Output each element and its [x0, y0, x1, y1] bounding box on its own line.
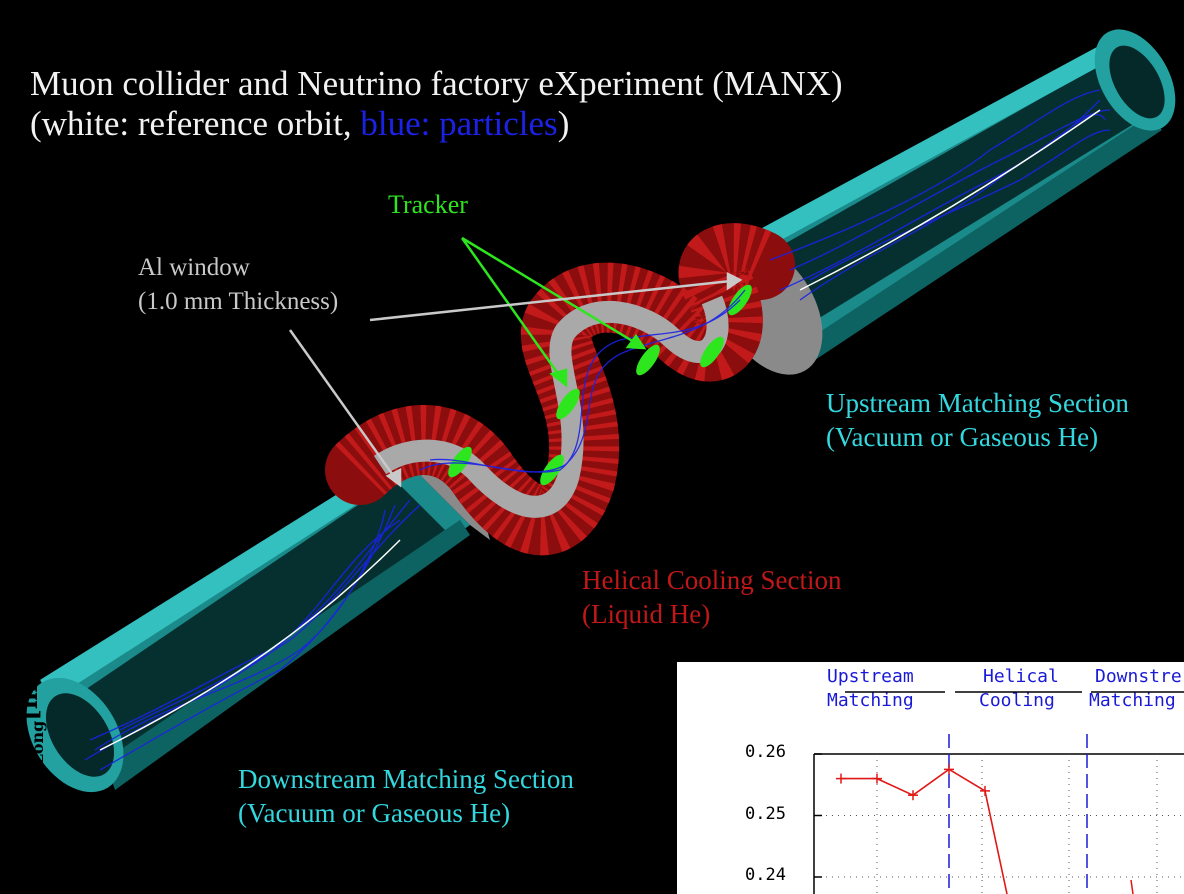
downstream-section-medium: (Vacuum or Gaseous He) [238, 798, 511, 828]
ytick-label: 0.26 [745, 742, 786, 762]
section-label-2-line1: Helical [983, 666, 1059, 687]
ytick-label: 0.25 [745, 804, 786, 824]
downstream-pipe [26, 455, 490, 793]
upstream-section-label: Upstream Matching Section [826, 388, 1129, 418]
al-window-label: Al window [138, 254, 250, 281]
emittance-inset-chart: Upstream Matching Helical Cooling Downst… [677, 662, 1184, 894]
al-window-arrows [288, 271, 743, 488]
emittance-series-line [841, 768, 1008, 894]
section-label-2-line2: Cooling [979, 690, 1055, 711]
tracker-planes [448, 284, 752, 486]
title-line-1: Muon collider and Neutrino factory eXper… [30, 64, 843, 103]
tracker-arrows [460, 236, 647, 388]
upstream-section-medium: (Vacuum or Gaseous He) [826, 422, 1099, 452]
downstream-section-label: Downstream Matching Section [238, 764, 574, 794]
data-point-fragment [1130, 879, 1134, 894]
title-line-2-blue: blue: particles [360, 104, 558, 143]
helical-section-medium: (Liquid He) [582, 599, 711, 629]
upstream-pipe [717, 29, 1176, 375]
section-label-3-line1: Downstre [1095, 666, 1182, 687]
ytick-label: 0.24 [745, 865, 786, 885]
section-label-1-line2: Matching [827, 690, 914, 711]
y-axis-label: εLong[m] [14, 672, 47, 780]
tracker-label: Tracker [388, 190, 468, 219]
helical-section-label: Helical Cooling Section [582, 565, 842, 595]
title-line-2-prefix: (white: reference orbit, [30, 104, 361, 143]
section-label-1-line1: Upstream [827, 666, 914, 687]
al-window-thickness-label: (1.0 mm Thickness) [138, 288, 339, 315]
particle-tracks [84, 89, 1111, 771]
title-line-2-suffix: ) [557, 104, 570, 143]
helical-coil [325, 223, 795, 556]
section-label-3-line2: Matching [1089, 690, 1176, 711]
reference-orbit [99, 109, 1101, 751]
plot-area [813, 691, 1184, 894]
title-line-2: (white: reference orbit, blue: particles… [30, 104, 569, 144]
